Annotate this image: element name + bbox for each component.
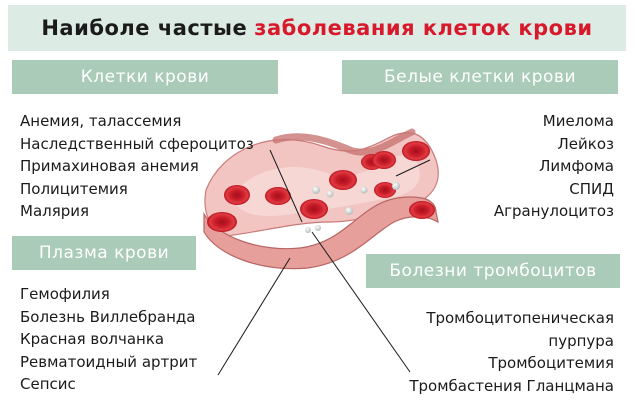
list-item: Тромбастения Гланцмана (409, 376, 614, 395)
list-item: Болезнь Виллебранда (20, 307, 196, 326)
platelets-header: Болезни тромбоцитов (366, 254, 620, 288)
list-item: Миелома (542, 112, 614, 130)
list-item: Наследственный сфероцитоз (20, 134, 254, 153)
platelets-list: Тромбоцитопеническая пурпура Тромбоцитем… (409, 307, 614, 397)
red-blood-cell (224, 185, 250, 205)
red-blood-cell (300, 199, 328, 219)
white-blood-cell (345, 207, 353, 215)
list-item: СПИД (569, 179, 614, 198)
list-item: Красная волчанка (20, 330, 165, 348)
list-item: Анемия, таласcемия (20, 112, 182, 130)
list-item: Ревматоидный артрит (20, 352, 198, 371)
list-item: Лейкоз (557, 134, 614, 153)
list-item: Агранулоцитоз (493, 202, 614, 220)
red-blood-cell (265, 187, 291, 205)
list-item: Полицитемия (20, 179, 128, 198)
white-cells-header: Белые клетки крови (342, 60, 618, 94)
vessel-top-rim (272, 128, 416, 156)
white-cells-list: Миелома Лейкоз Лимфома СПИД Агранулоцито… (494, 110, 614, 223)
list-item: Лимфома (539, 157, 614, 175)
list-item: Примахиновая анемия (20, 157, 199, 175)
list-item: Тромбоцитемия (488, 354, 614, 372)
list-item: Тромбоцитопеническая (426, 309, 614, 327)
vessel-front-wall (203, 196, 439, 270)
red-cells-list: Анемия, таласcемия Наследственный сфероц… (20, 110, 254, 223)
white-blood-cell (392, 182, 400, 190)
title-part-1: Наиболе частые (41, 16, 248, 40)
plasma-header: Плазма крови (12, 236, 196, 270)
plasma-list: Гемофилия Болезнь Виллебранда Красная во… (20, 283, 197, 396)
white-blood-cell (312, 186, 320, 194)
white-blood-cell (360, 186, 368, 194)
red-blood-cell (372, 151, 396, 169)
pointer-line-plasma (217, 257, 291, 376)
red-blood-cell (409, 201, 435, 219)
platelet (305, 227, 311, 233)
title-part-2: заболевания клеток крови (254, 16, 593, 40)
pointer-line-red-cells (269, 149, 303, 223)
list-item: Малярия (20, 202, 90, 220)
list-item: пурпура (548, 331, 614, 350)
list-item: Гемофилия (20, 285, 110, 303)
white-blood-cell (326, 190, 334, 198)
red-blood-cell (402, 141, 430, 161)
page-title: Наиболе частые заболевания клеток крови (8, 5, 626, 51)
red-blood-cell (207, 212, 237, 232)
red-blood-cell (374, 182, 396, 198)
pointer-line-white-cells (395, 159, 431, 177)
list-item: Сепсис (20, 375, 76, 393)
pointer-line-platelets (311, 231, 411, 373)
platelet (315, 225, 321, 231)
red-blood-cell (329, 170, 357, 190)
red-cells-header: Клетки крови (12, 60, 278, 94)
